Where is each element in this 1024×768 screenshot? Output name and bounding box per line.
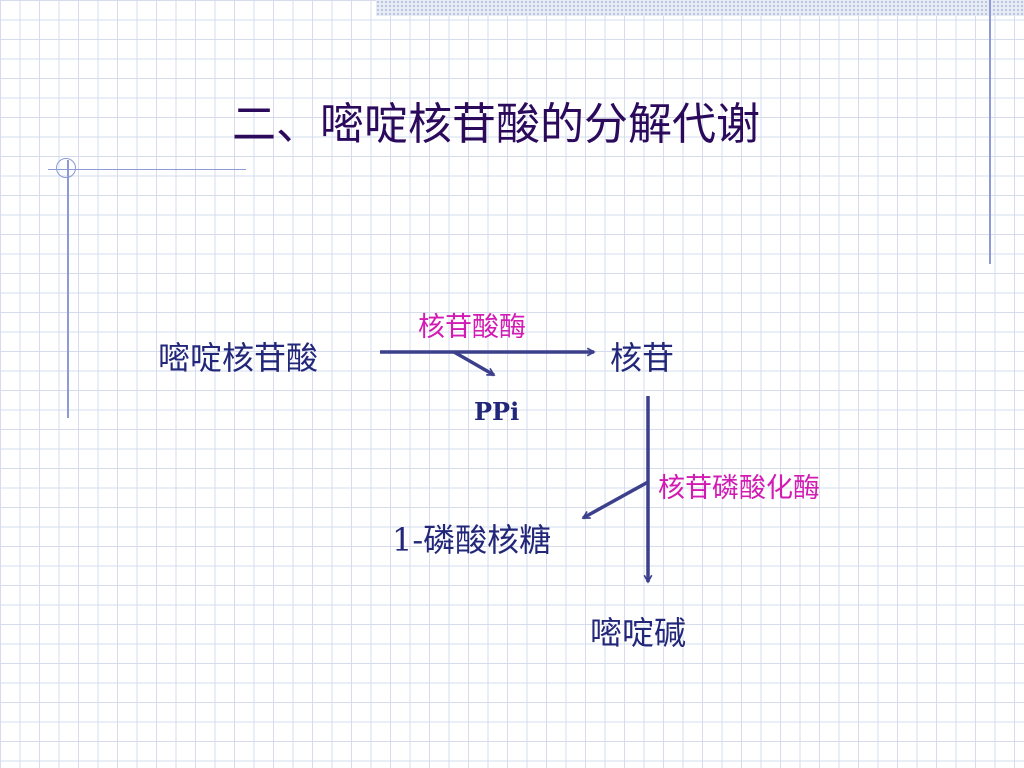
accent-ring-icon bbox=[56, 158, 76, 178]
enzyme2-label: 核苷磷酸化酶 bbox=[658, 473, 820, 504]
substrate-label: 嘧啶核苷酸 bbox=[158, 339, 319, 377]
product2-label: 嘧啶碱 bbox=[590, 614, 687, 652]
top-pattern-band bbox=[376, 0, 1024, 16]
byproduct2-label: 1-磷酸核糖 bbox=[392, 521, 552, 559]
slide-title: 二、嘧啶核苷酸的分解代谢 bbox=[232, 99, 760, 150]
left-accent-line bbox=[67, 160, 69, 418]
arrow-release-ppi bbox=[453, 350, 494, 377]
title-underline-accent bbox=[48, 169, 246, 170]
right-accent-line bbox=[989, 0, 991, 264]
arrow-release-ribose-phosphate bbox=[583, 480, 649, 520]
byproduct1-label: PPi bbox=[474, 397, 520, 426]
enzyme1-label: 核苷酸酶 bbox=[418, 312, 526, 343]
product1-label: 核苷 bbox=[610, 339, 675, 377]
